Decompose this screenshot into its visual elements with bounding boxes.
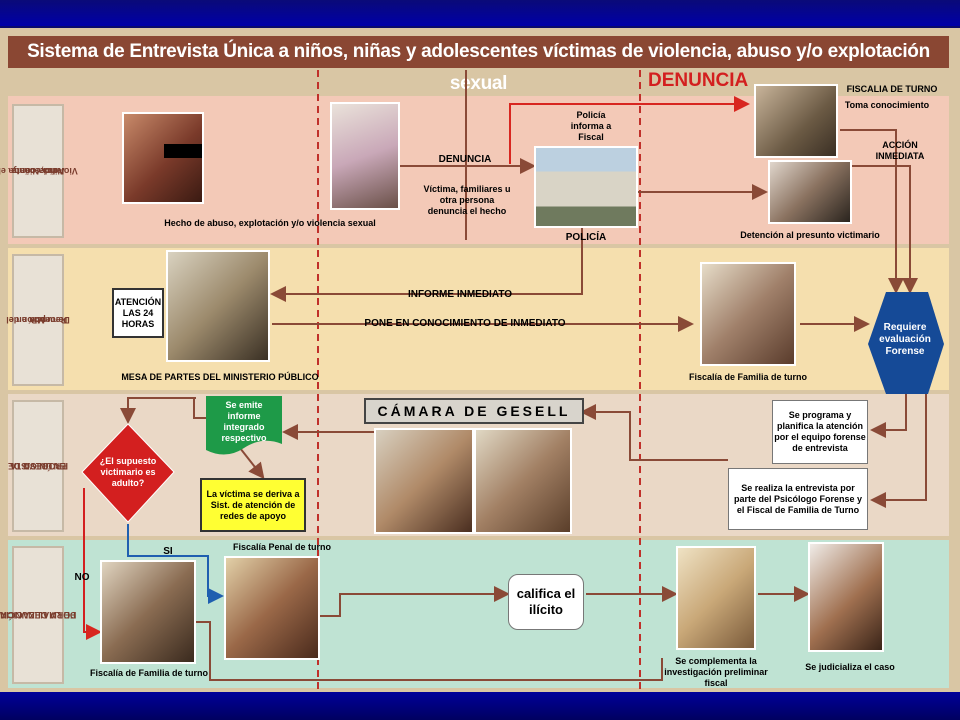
no-label: NO (74, 572, 90, 583)
slide-bottom-bar (0, 692, 960, 720)
requiere-hexagon (868, 292, 944, 394)
detention-handcuffs-photo (768, 160, 852, 224)
informe-doc-shape (206, 396, 282, 455)
accion-inmediata-text: ACCIÓN INMEDIATA (875, 140, 925, 161)
fiscalia-familia-text: Fiscalía de Familia de turno (688, 372, 808, 382)
detencion-text: Detención al presunto victimario (740, 230, 880, 240)
decision-diamond (81, 423, 175, 523)
camara-gesell-photo-right (474, 428, 572, 534)
crying-child-photo (330, 102, 400, 210)
toma-conocimiento-text: Toma conocimiento (844, 100, 930, 110)
policia-text: POLICÍA (565, 232, 607, 243)
requiere-text: Requiere evaluación Forense (879, 322, 931, 357)
si-label: SI (163, 546, 173, 557)
title-bar (8, 36, 949, 68)
mesa-partes-text: MESA DE PARTES DEL MINISTERIO PÚBLICO (121, 372, 319, 382)
investigacion-photo (676, 546, 756, 650)
police-station-photo (534, 146, 638, 228)
informe-inmediato-label: INFORME INMEDIATO (407, 289, 513, 300)
emite-informe-text: Se emite informe integrado respectivo (221, 400, 267, 443)
judicializa-gavel-photo (808, 542, 884, 652)
califica-box: califica el ilícito (508, 574, 584, 630)
camara-gesell-photo-left (374, 428, 474, 534)
page-title: Sistema de Entrevista Única a niños, niñ… (27, 41, 930, 94)
fiscalia-turno-photo (754, 84, 838, 158)
fiscalia-familia-bottom-photo (100, 560, 196, 664)
judicializa-text: Se judicializa el caso (805, 662, 895, 672)
fiscalia-penal-text: Fiscalía Penal de turno (232, 542, 332, 552)
hecho-text: Hecho de abuso, explotación y/o violenci… (164, 218, 376, 228)
slide-top-bar (0, 0, 960, 26)
pone-conocimiento-label: PONE EN CONOCIMIENTO DE INMEDIATO (364, 318, 566, 329)
policia-informa-text: Policía informa a Fiscal (570, 110, 612, 142)
denuncia-arrow-label: DENUNCIA (438, 154, 492, 165)
realiza-box: Se realiza la entrevista por parte del P… (728, 468, 868, 530)
programa-box: Se programa y planifica la atención por … (772, 400, 868, 464)
fiscalia-penal-photo (224, 556, 320, 660)
fiscalia-familia-bottom-text: Fiscalía de Familia de turno (89, 668, 209, 678)
fiscalia-turno-text: FISCALIA DE TURNO (846, 84, 938, 94)
victima-deriva-box: La víctima se deriva a Sist. de atención… (200, 478, 306, 532)
complementa-text: Se complementa la investigación prelimin… (664, 656, 768, 688)
supuesto-text: ¿El supuesto victimario es adulto? (99, 456, 157, 488)
mesa-partes-photo (166, 250, 270, 362)
denuncia-header: DENUNCIA (648, 70, 749, 91)
atencion-24-box: ATENCIÓN LAS 24 HORAS (112, 288, 164, 338)
victim-face-photo (122, 112, 204, 204)
victima-text: Víctima, familiares u otra persona denun… (423, 184, 511, 216)
fiscalia-familia-photo (700, 262, 796, 366)
camara-gesell-box: CÁMARA DE GESELL (364, 398, 584, 424)
